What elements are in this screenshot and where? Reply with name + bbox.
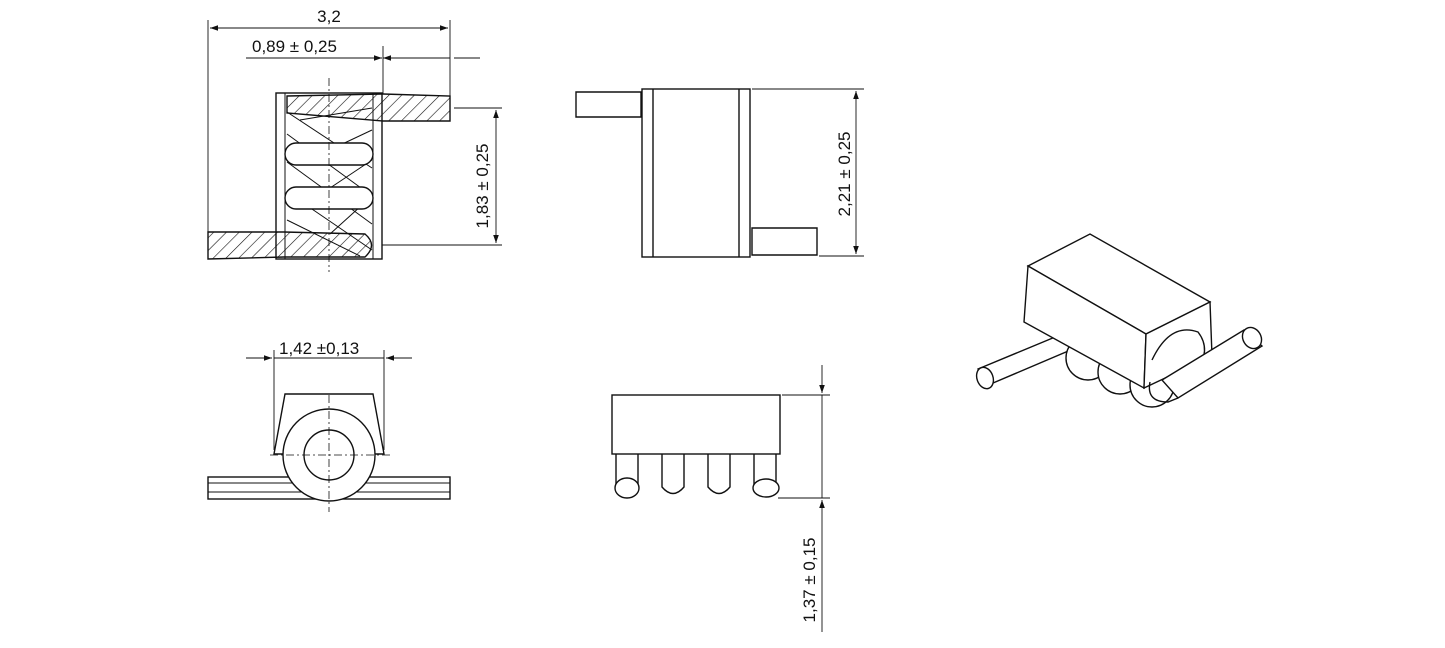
dim-inner-diameter: 1,42 ±0,13	[279, 339, 359, 358]
isometric-view	[975, 233, 1264, 408]
coil-legs	[615, 454, 777, 495]
top-view: 3,2 0,89 ± 0,25 1,83 ± 0,25	[207, 7, 502, 272]
end-view: 1,42 ±0,13	[207, 339, 451, 512]
leg-end-left	[614, 477, 640, 499]
front-lead-right	[751, 227, 818, 256]
front-lead-left	[575, 91, 642, 118]
leg-end-right	[752, 478, 780, 498]
front-body	[641, 88, 751, 258]
bottom-lead	[207, 231, 373, 260]
iso-lead-right	[1160, 329, 1264, 399]
dim-body-height: 2,21 ± 0,25	[835, 132, 854, 217]
bottom-view: 1,37 ± 0,15	[611, 365, 830, 632]
dim-coil-height: 1,83 ± 0,25	[473, 144, 492, 229]
bottom-body	[611, 394, 781, 455]
front-view: 2,21 ± 0,25	[575, 88, 864, 258]
top-lead	[286, 93, 451, 122]
dim-side-height: 1,37 ± 0,15	[800, 538, 819, 623]
dim-lead-offset: 0,89 ± 0,25	[252, 37, 337, 56]
dim-overall-length: 3,2	[317, 7, 341, 26]
